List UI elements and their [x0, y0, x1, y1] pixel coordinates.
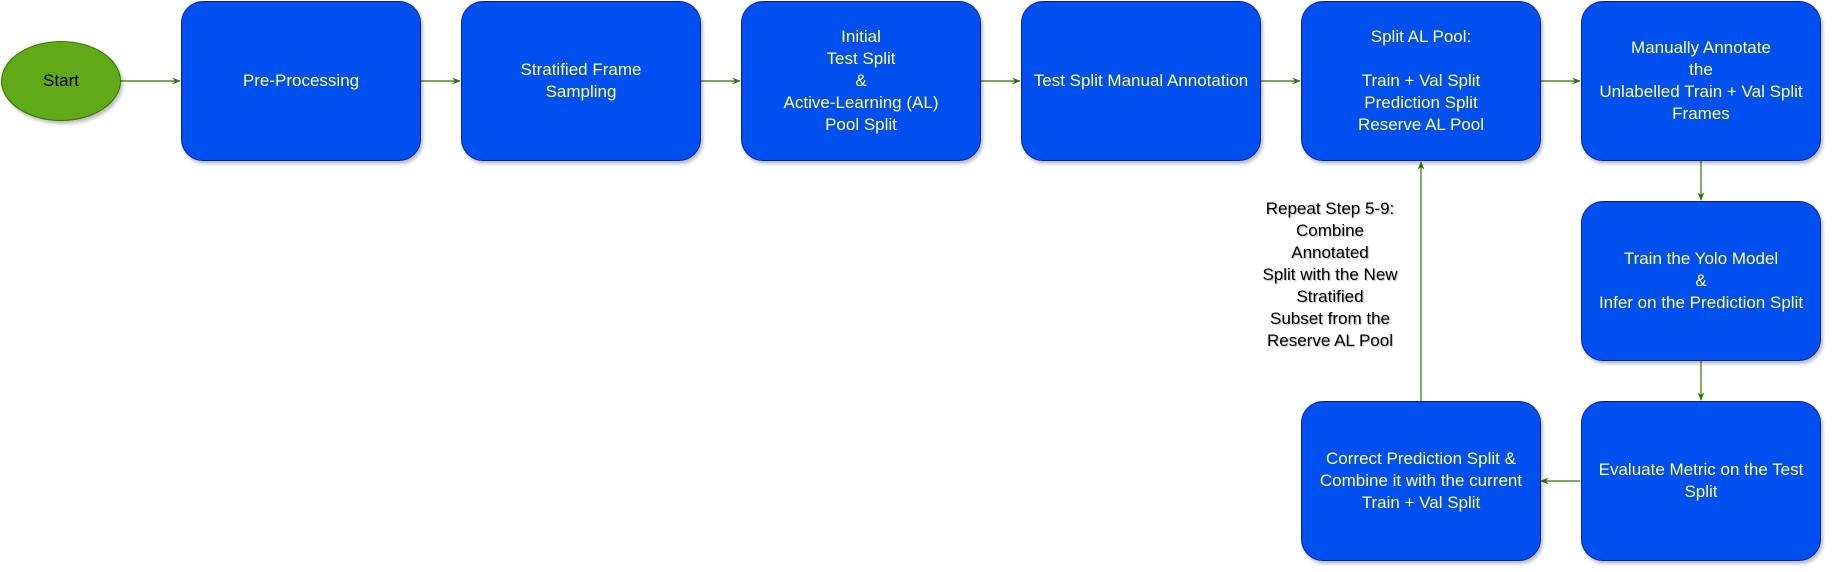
- loop-note: Repeat Step 5-9: Combine Annotated Split…: [1262, 199, 1398, 350]
- step-test-annotation[interactable]: Test Split Manual Annotation: [1021, 1, 1261, 161]
- step-manual-annotate[interactable]: Manually Annotate the Unlabelled Train +…: [1581, 1, 1821, 161]
- step-evaluate-metric[interactable]: Evaluate Metric on the Test Split: [1581, 401, 1821, 561]
- step-stratified-sampling[interactable]: Stratified Frame Sampling: [461, 1, 701, 161]
- start-label: Start: [43, 71, 79, 90]
- step-label: Pre-Processing: [242, 71, 360, 90]
- step-correct-prediction[interactable]: Correct Prediction Split & Combine it wi…: [1301, 401, 1541, 561]
- step-label: Test Split Manual Annotation: [1033, 71, 1249, 90]
- step-initial-split[interactable]: Initial Test Split & Active-Learning (AL…: [741, 1, 981, 161]
- step-label: Stratified Frame Sampling: [520, 60, 642, 101]
- step-label: Manually Annotate the Unlabelled Train +…: [1599, 38, 1803, 123]
- step-label: Initial Test Split & Active-Learning (AL…: [783, 27, 939, 134]
- step-train-yolo[interactable]: Train the Yolo Model & Infer on the Pred…: [1581, 201, 1821, 361]
- step-label: Train the Yolo Model & Infer on the Pred…: [1598, 249, 1804, 312]
- step-label: Correct Prediction Split & Combine it wi…: [1319, 449, 1523, 512]
- start-node[interactable]: Start: [1, 41, 121, 121]
- step-split-al-pool[interactable]: Split AL Pool: Train + Val Split Predict…: [1301, 1, 1541, 161]
- step-preprocessing[interactable]: Pre-Processing: [181, 1, 421, 161]
- step-label: Split AL Pool: Train + Val Split Predict…: [1358, 27, 1484, 134]
- step-label: Evaluate Metric on the Test Split: [1598, 460, 1804, 501]
